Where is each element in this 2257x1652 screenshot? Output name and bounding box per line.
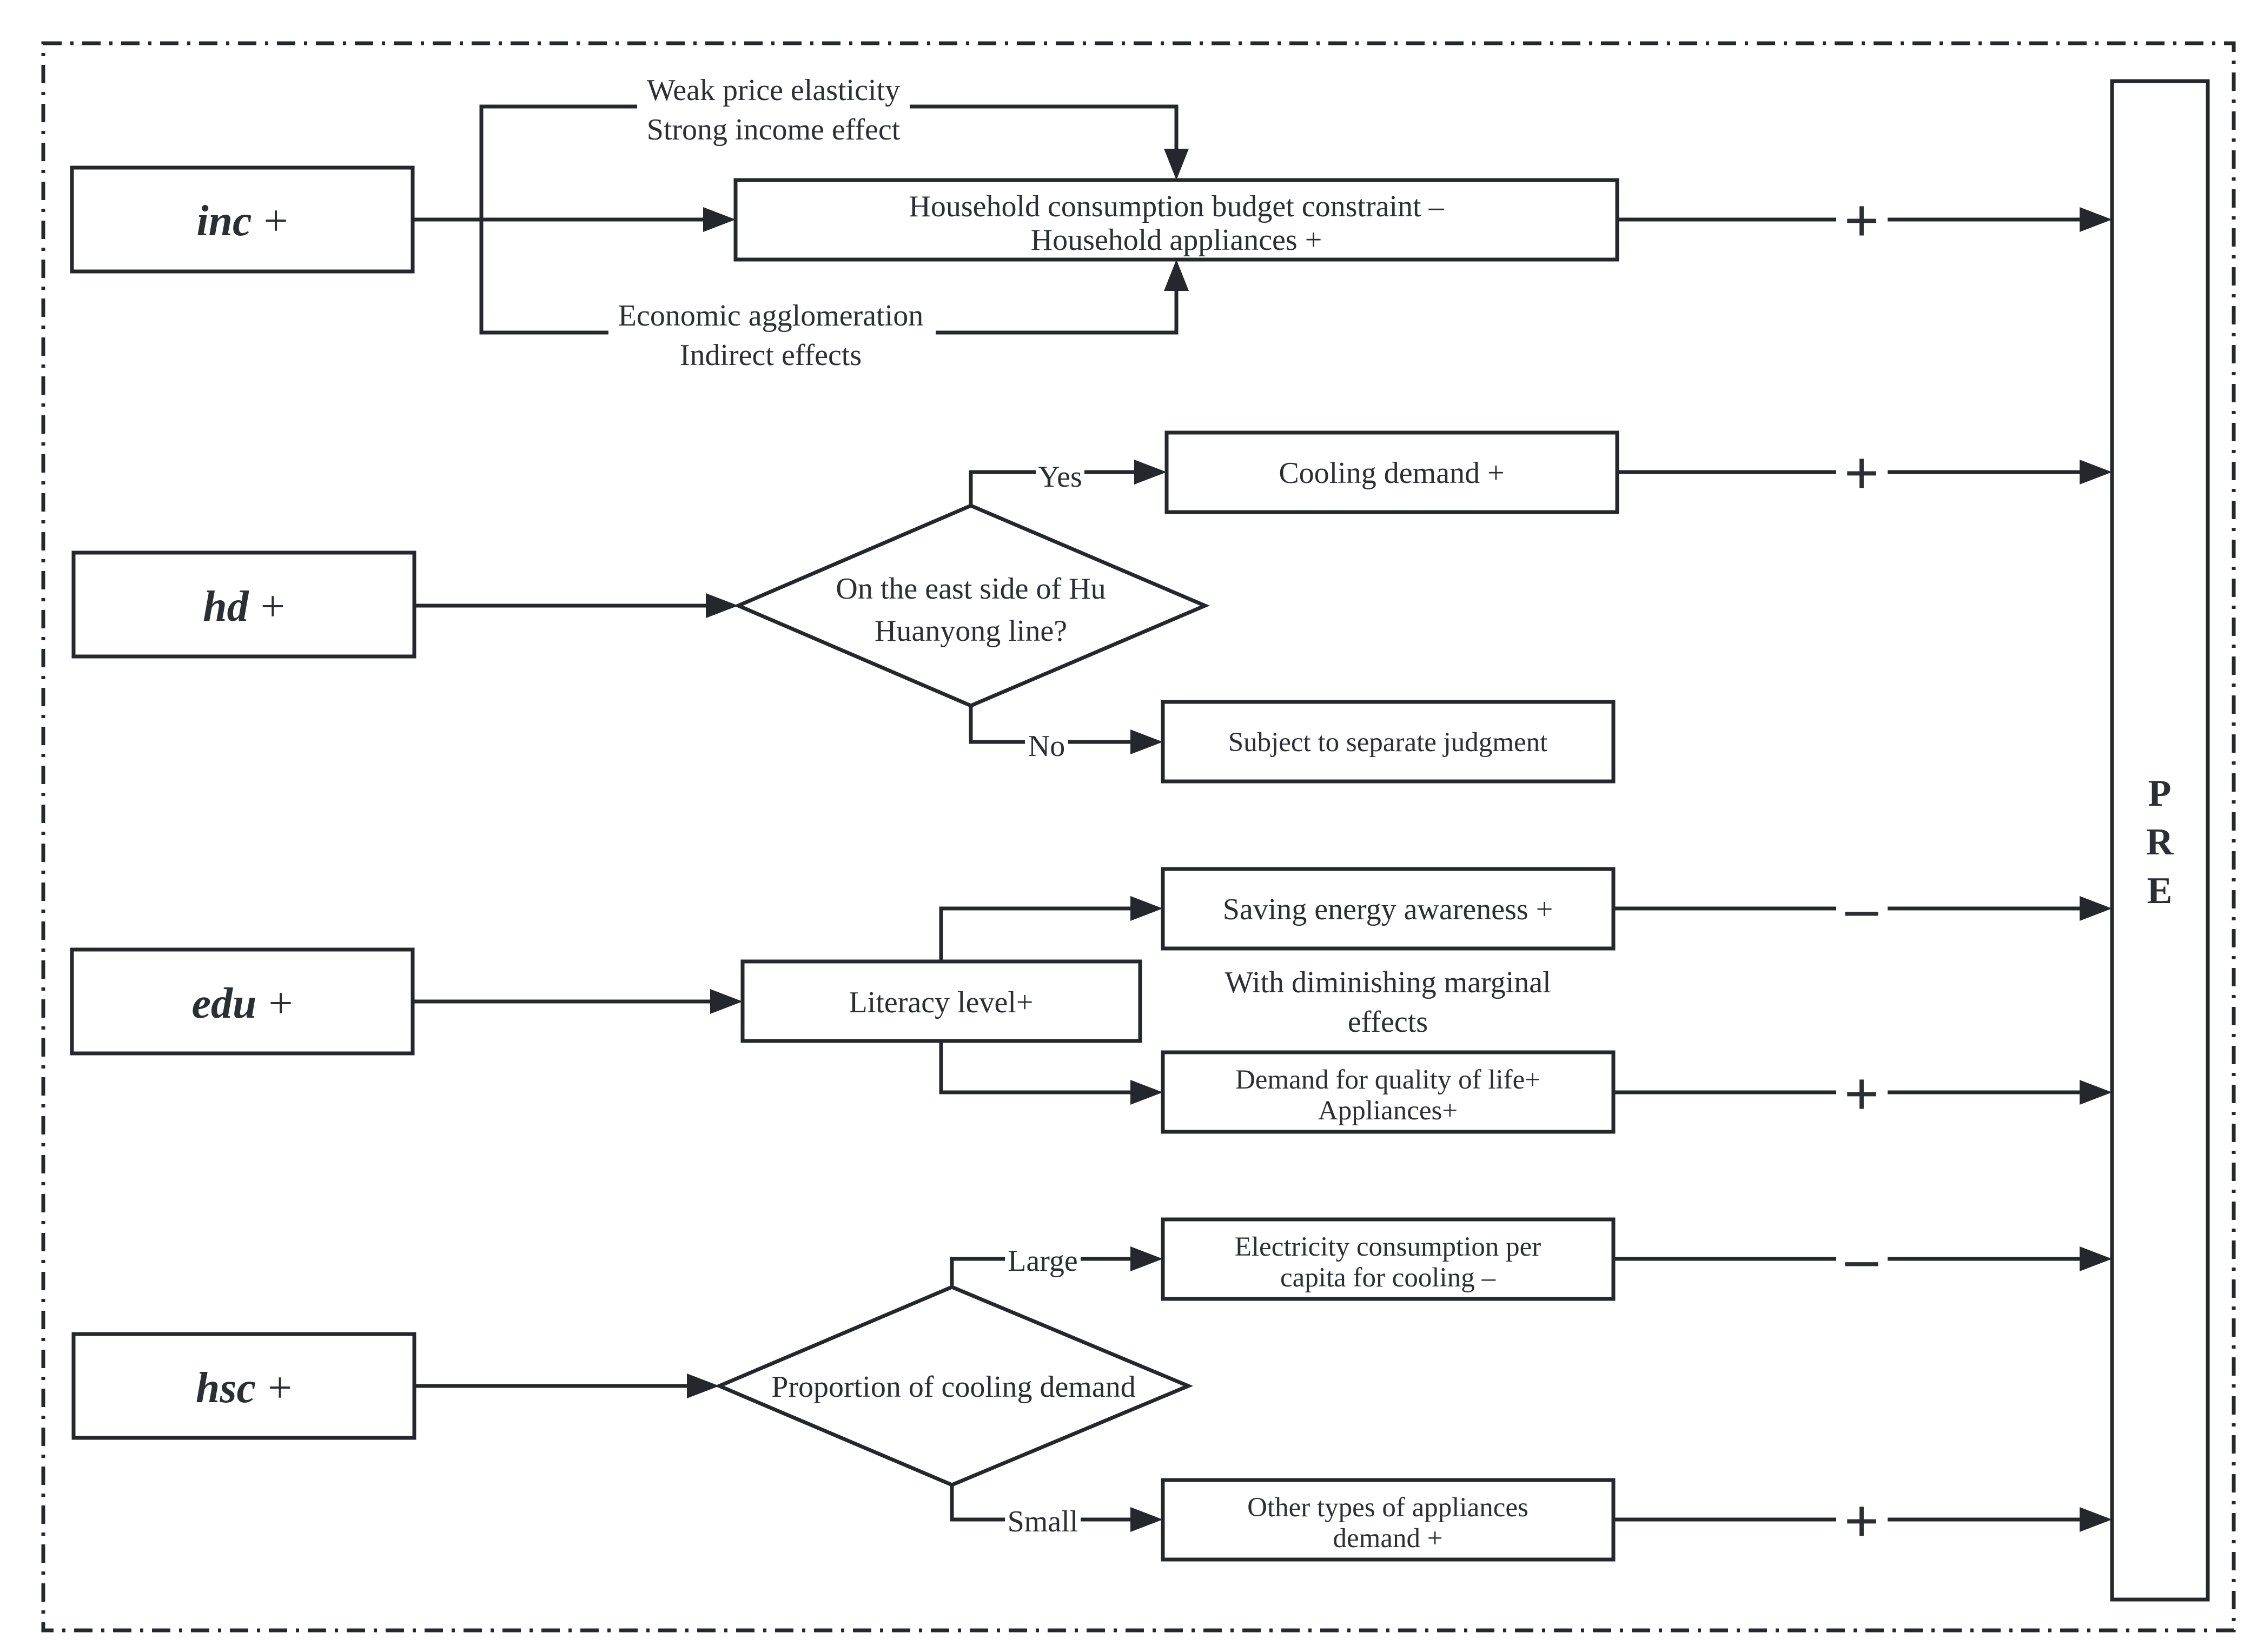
inc-variable-box	[70, 165, 415, 274]
literacy-level-label: Literacy level+	[849, 986, 1034, 1019]
other-appliances-node	[1161, 1478, 1616, 1562]
arrowhead	[1130, 896, 1163, 921]
arrowhead	[710, 989, 743, 1014]
cooling-consumption-line2: capita for cooling –	[1280, 1263, 1495, 1293]
hd-yes-connector	[969, 470, 1141, 506]
edu-variable-box	[70, 947, 415, 1056]
inc-variable-label: inc+	[196, 197, 288, 245]
hsc-small-label: Small	[1008, 1505, 1078, 1538]
quality-of-life-node	[1161, 1050, 1616, 1134]
budget-constraint-line2: Household appliances +	[1031, 223, 1322, 257]
saving-awareness-label: Saving energy awareness +	[1223, 893, 1553, 926]
cooling-consumption-node	[1161, 1217, 1616, 1301]
arrowhead	[2080, 1080, 2112, 1105]
edu-lower-effect-sign: +	[1844, 1060, 1879, 1127]
hsc-large-label: Large	[1008, 1244, 1078, 1278]
edu-upper-effect-sign: –	[1845, 875, 1878, 942]
inc-bottom-label-line2: Indirect effects	[680, 339, 862, 372]
quality-of-life-line1: Demand for quality of life+	[1235, 1065, 1540, 1095]
separate-judgment-node	[1161, 700, 1616, 784]
arrowhead	[1130, 1080, 1163, 1105]
hsc-small-effect-sign: +	[1844, 1488, 1879, 1554]
inc-top-label-line2: Strong income effect	[647, 113, 901, 147]
quality-of-life-line2: Appliances+	[1318, 1096, 1458, 1126]
arrowhead	[687, 1374, 719, 1398]
hu-line-decision	[733, 503, 1210, 708]
hd-yes-label: Yes	[1038, 460, 1082, 494]
arrowhead	[1134, 460, 1167, 485]
hsc-large-connector	[950, 1257, 1139, 1287]
inc-effect-sign: +	[1844, 187, 1879, 254]
budget-constraint-node	[733, 178, 1619, 262]
diminishing-effects-note-line1: With diminishing marginal	[1225, 966, 1551, 999]
hsc-large-effect-sign: –	[1845, 1226, 1878, 1292]
inc-bottom-branch-connector	[479, 220, 608, 335]
literacy-lower-connector	[939, 1041, 1139, 1094]
other-appliances-line1: Other types of appliances	[1247, 1492, 1528, 1523]
arrowhead	[1130, 729, 1163, 754]
arrowhead	[1164, 149, 1189, 180]
cooling-proportion-decision-label: Proportion of cooling demand	[771, 1370, 1135, 1404]
cooling-demand-node	[1164, 430, 1619, 514]
inc-top-label-line1: Weak price elasticity	[647, 74, 900, 107]
hu-line-decision-line1: On the east side of Hu	[836, 572, 1106, 606]
hsc-variable-label: hsc+	[196, 1364, 292, 1412]
inc-top-branch-connector	[910, 104, 1179, 157]
hu-line-decision-line2: Huanyong line?	[875, 614, 1067, 648]
arrowhead	[2080, 460, 2112, 485]
inc-bottom-branch-connector	[936, 284, 1179, 335]
hsc-small-connector	[950, 1485, 1139, 1522]
hd-variable-box	[71, 550, 416, 659]
arrowhead	[703, 207, 736, 232]
pre-outcome-box	[2110, 79, 2210, 1602]
pre-letter-e: E	[2147, 870, 2173, 912]
other-appliances-line2: demand +	[1333, 1523, 1443, 1554]
inc-top-branch-connector	[479, 104, 637, 220]
hd-effect-sign: +	[1844, 440, 1879, 506]
separate-judgment-label: Subject to separate judgment	[1228, 727, 1548, 758]
cooling-demand-label: Cooling demand +	[1279, 456, 1504, 490]
arrowhead	[2080, 1246, 2112, 1271]
budget-constraint-line1: Household consumption budget constraint …	[909, 190, 1444, 223]
arrowhead	[1130, 1507, 1163, 1532]
cooling-proportion-decision	[714, 1285, 1194, 1487]
arrowhead	[706, 593, 738, 618]
literacy-upper-connector	[939, 906, 1139, 961]
inc-bottom-label-line1: Economic agglomeration	[618, 299, 923, 333]
arrowhead	[2080, 896, 2112, 921]
hd-no-label: No	[1028, 729, 1065, 763]
arrowhead	[1130, 1246, 1163, 1271]
diminishing-effects-note-line2: effects	[1348, 1005, 1428, 1039]
cooling-consumption-line1: Electricity consumption per	[1235, 1232, 1541, 1262]
arrowhead	[1164, 260, 1189, 291]
literacy-level-node	[740, 959, 1142, 1043]
pre-letter-r: R	[2146, 821, 2174, 863]
saving-awareness-node	[1161, 867, 1616, 951]
arrowhead	[2080, 1507, 2112, 1532]
hd-no-connector	[969, 706, 1139, 744]
outer-frame	[41, 41, 2236, 1633]
arrowhead	[2080, 207, 2112, 232]
pre-letter-p: P	[2148, 773, 2172, 814]
edu-variable-label: edu+	[191, 980, 293, 1027]
hd-variable-label: hd+	[203, 583, 285, 631]
